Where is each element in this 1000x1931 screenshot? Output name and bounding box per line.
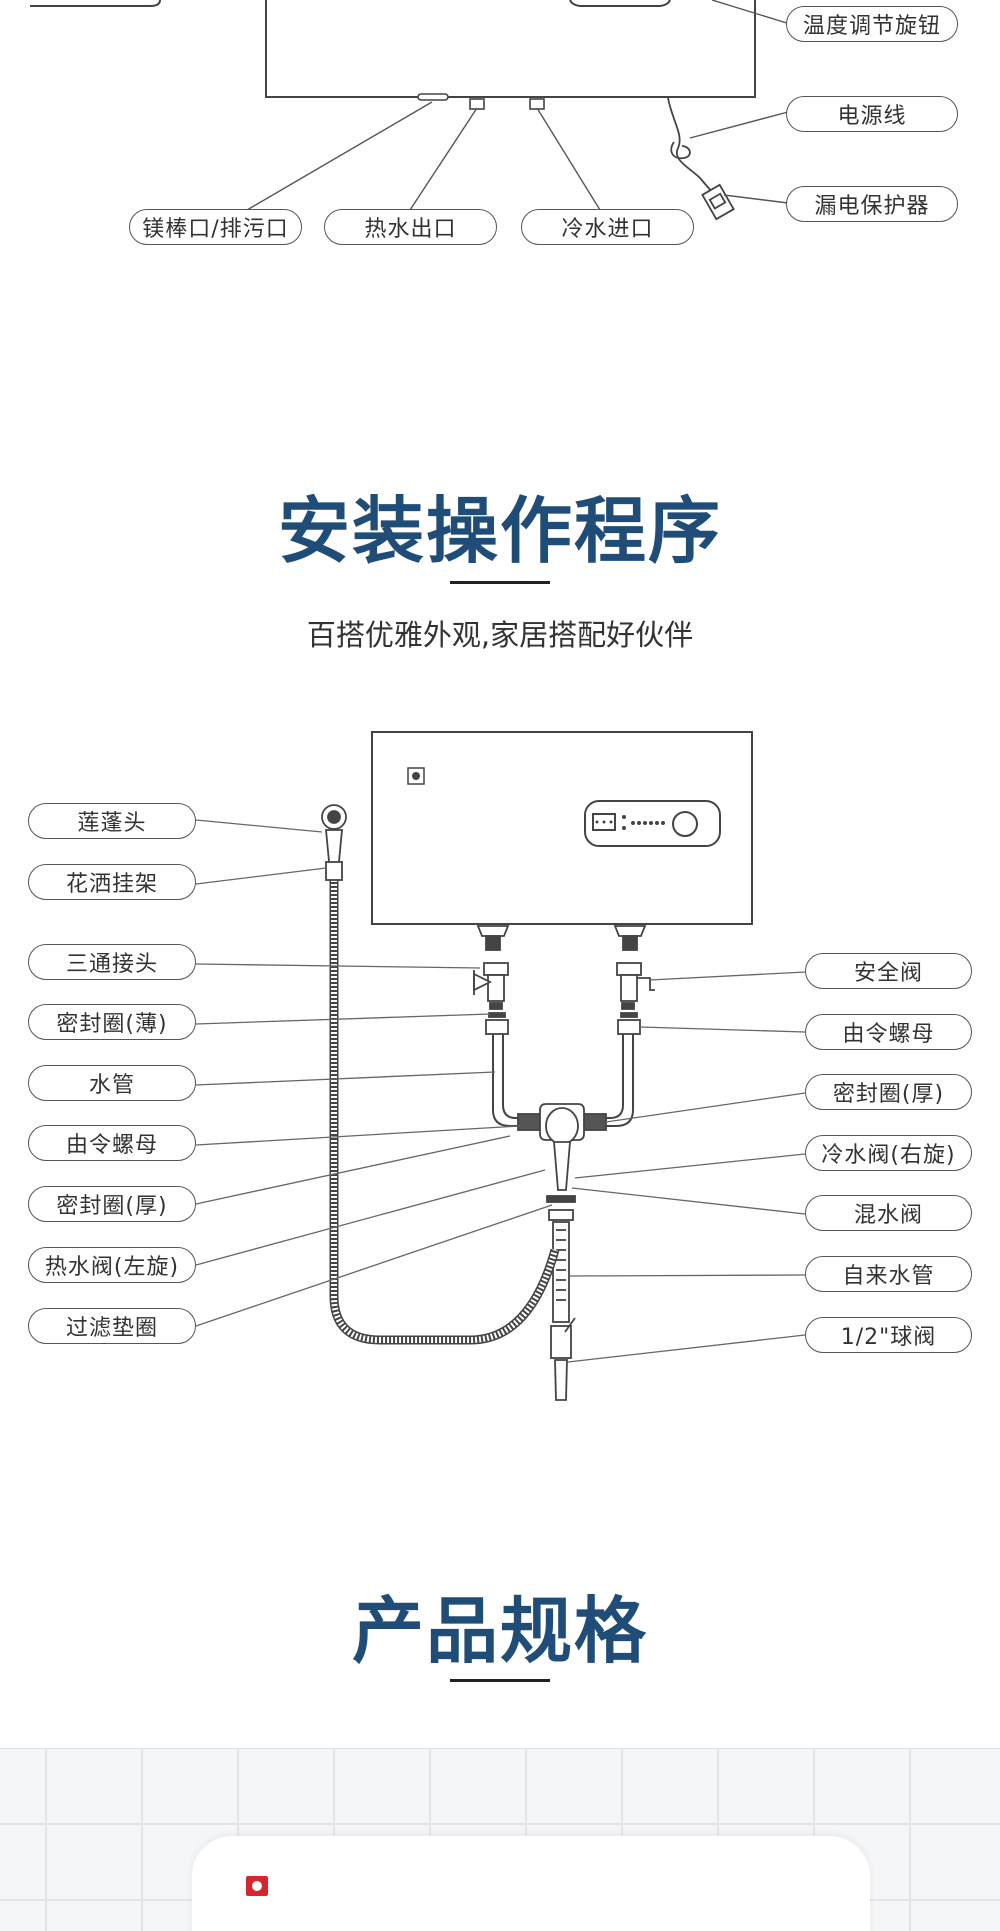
wall-tile [430,1748,526,1824]
right-label-6: 1/2"球阀 [805,1317,972,1353]
label-text: 漏电保护器 [814,194,930,219]
heater-body [371,731,753,925]
top-leader-lines [246,0,791,211]
mixer-valve [517,1103,607,1221]
wall-tile [238,1748,334,1824]
heater-ports [417,93,551,110]
label-mg-rod-drain: 镁棒口/排污口 [129,209,302,245]
heater-logo-icon [407,767,425,785]
shower-head-icon [321,804,347,881]
install-title: 安装操作程序 [277,489,722,573]
wall-tile [814,1748,910,1824]
wall-tile [142,1748,238,1824]
wall-tile [526,1748,622,1824]
heater-top-outline [30,0,756,98]
label-leak-protector: 漏电保护器 [786,186,958,222]
supply-pipe [550,1221,576,1401]
wall-tile [622,1748,718,1824]
label-cold-in: 冷水进口 [521,209,694,245]
label-text: 密封圈(薄) [56,1012,168,1037]
wall-tile [910,1748,1000,1824]
right-label-3: 冷水阀(右旋) [805,1135,972,1171]
wall-tile [0,1748,46,1824]
label-text: 花洒挂架 [65,872,158,897]
left-label-4: 水管 [28,1065,196,1101]
spec-title: 产品规格 [351,1589,648,1673]
label-text: 三通接头 [65,952,158,977]
heater-display-dots [595,815,665,830]
label-power-cord: 电源线 [786,96,958,132]
left-label-8: 过滤垫圈 [28,1308,196,1344]
label-text: 冷水进口 [561,217,654,242]
label-text: 由令螺母 [65,1133,158,1158]
heater-product-image [192,1836,870,1931]
label-text: 镁棒口/排污口 [142,217,289,242]
pipe-connectors [473,925,655,1035]
right-label-4: 混水阀 [805,1195,972,1231]
wall-tile [910,1900,1000,1931]
left-label-1: 花洒挂架 [28,864,196,900]
label-text: 由令螺母 [842,1022,935,1047]
wall-tile [0,1824,46,1900]
label-text: 自来水管 [842,1264,935,1289]
left-label-6: 密封圈(厚) [28,1186,196,1222]
right-label-2: 密封圈(厚) [805,1074,972,1110]
wall-tile [46,1748,142,1824]
right-label-5: 自来水管 [805,1256,972,1292]
install-leader-lines [195,819,806,1363]
label-text: 混水阀 [853,1203,923,1228]
label-text: 热水阀(左旋) [44,1255,180,1280]
label-text: 热水出口 [364,217,457,242]
right-label-1: 由令螺母 [805,1014,972,1050]
left-label-0: 莲蓬头 [28,803,196,839]
label-temp-knob: 温度调节旋钮 [786,6,958,42]
label-text: 水管 [88,1073,135,1098]
label-text: 电源线 [837,104,907,129]
label-text: 过滤垫圈 [65,1316,158,1341]
right-label-0: 安全阀 [805,953,972,989]
wall-tile [334,1748,430,1824]
install-title-divider [450,581,550,584]
wall-tile [910,1824,1000,1900]
power-cord-icon [667,97,735,221]
left-label-5: 由令螺母 [28,1125,196,1161]
left-label-2: 三通接头 [28,944,196,980]
label-text: 安全阀 [853,961,923,986]
label-text: 密封圈(厚) [56,1194,168,1219]
wall-tile [46,1824,142,1900]
product-photo-area [0,1748,1000,1931]
spec-title-divider [450,1679,550,1682]
label-text: 密封圈(厚) [832,1082,945,1107]
install-subtitle: 百搭优雅外观,家居搭配好伙伴 [306,618,694,652]
brand-logo-icon [246,1876,268,1896]
wall-tile [46,1900,142,1931]
left-label-3: 密封圈(薄) [28,1004,196,1040]
label-text: 1/2"球阀 [840,1325,937,1350]
wall-tile [0,1900,46,1931]
wall-tile [718,1748,814,1824]
left-label-7: 热水阀(左旋) [28,1247,196,1283]
shower-hose [329,876,560,1345]
label-hot-out: 热水出口 [324,209,497,245]
label-text: 温度调节旋钮 [802,14,941,39]
label-text: 冷水阀(右旋) [821,1143,956,1168]
label-text: 莲蓬头 [77,811,147,836]
